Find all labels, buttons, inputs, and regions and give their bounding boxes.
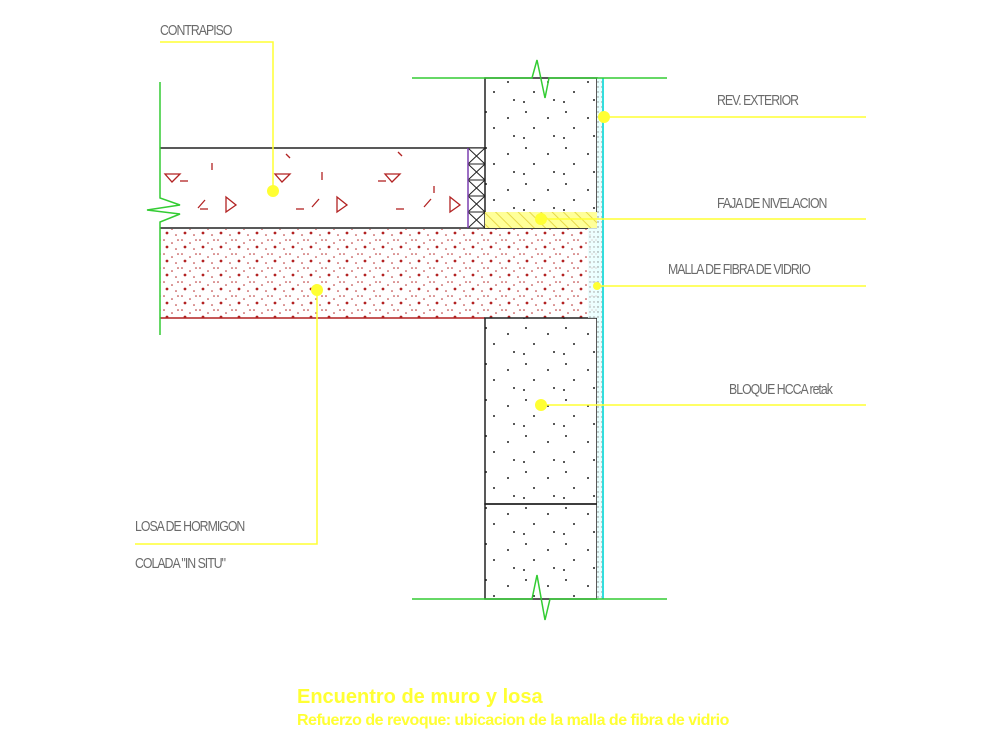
drawing-title: Encuentro de muro y losa (297, 686, 543, 708)
drawing-subtitle: Refuerzo de revoque: ubicacion de la mal… (297, 712, 729, 729)
break-lines (146, 59, 667, 621)
contrapiso-layer (160, 147, 598, 229)
bloque-hcca-lower (484, 317, 598, 600)
label-colada-in-situ: COLADA "IN SITU" (135, 555, 226, 572)
bloque-hcca-upper (484, 77, 598, 229)
label-bloque-hcca: BLOQUE HCCA retak (729, 381, 833, 398)
label-contrapiso: CONTRAPISO (160, 22, 232, 39)
label-faja-nivelacion: FAJA DE NIVELACION (717, 195, 827, 212)
label-rev-exterior: REV. EXTERIOR (717, 92, 799, 109)
revoque-exterior (588, 78, 604, 599)
losa-hormigon-layer (160, 229, 598, 319)
label-losa-hormigon: LOSA DE HORMIGON (135, 518, 245, 535)
callout-dots (267, 111, 610, 411)
callout-leaders (135, 41, 866, 545)
label-malla-fibra-vidrio: MALLA DE FIBRA DE VIDRIO (668, 261, 811, 278)
